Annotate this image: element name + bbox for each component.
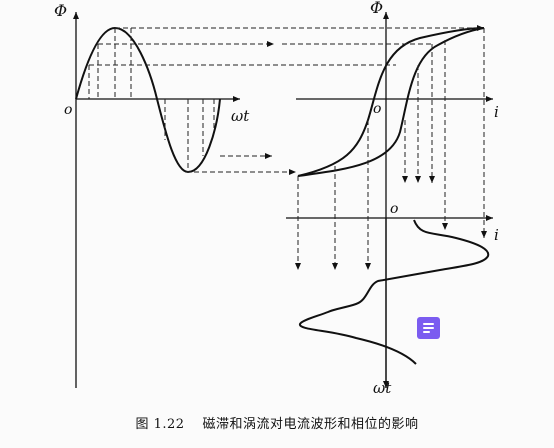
projection-arrows <box>295 28 487 270</box>
bottom-i-label: i <box>494 226 499 244</box>
right-origin-label: o <box>373 101 381 117</box>
figure-title: 磁滞和涡流对电流波形和相位的影响 <box>202 417 419 432</box>
current-waveform <box>299 219 490 365</box>
hysteresis-loop-descending <box>297 27 485 177</box>
transfer-arrows <box>89 25 484 175</box>
figure-caption: 图 1.22 磁滞和涡流对电流波形和相位的影响 <box>0 413 554 432</box>
flux-sine-curve <box>75 26 221 174</box>
bottom-origin-label: o <box>390 201 398 217</box>
note-icon[interactable] <box>417 317 440 339</box>
right-i-label: i <box>494 103 499 121</box>
left-origin-label: o <box>64 102 72 118</box>
sine-guides <box>88 28 215 172</box>
right-phi-label: Φ <box>370 0 383 17</box>
left-omega-t-label: ωt <box>231 107 250 125</box>
left-phi-label: Φ <box>54 1 67 20</box>
hysteresis-loop-ascending <box>297 27 485 177</box>
bottom-omega-t-label: ωt <box>373 379 392 397</box>
figure-number: 图 1.22 <box>135 417 185 432</box>
hysteresis-diagram: Φ o ωt Φ o i o i ωt <box>54 0 499 397</box>
